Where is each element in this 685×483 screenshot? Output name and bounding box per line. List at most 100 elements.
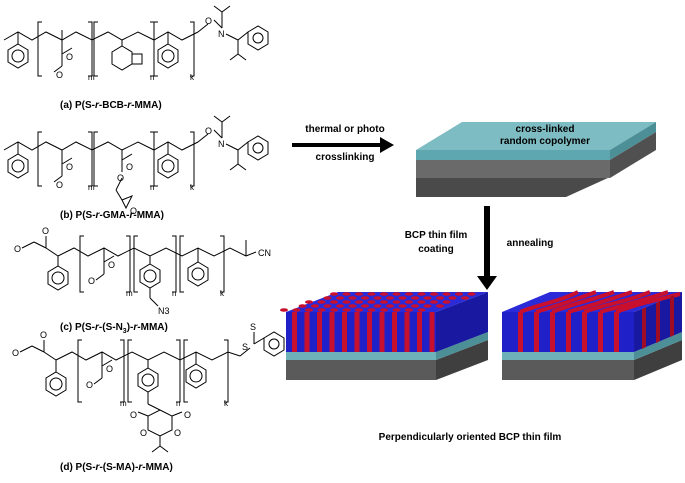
- cylinder-dot: [305, 300, 313, 304]
- cylinder-dot: [405, 292, 413, 296]
- atom-n: N: [218, 139, 225, 149]
- cylinder-dot: [417, 300, 426, 304]
- structure-c: [21, 235, 257, 307]
- caption-c: (c) P(S-r-(S-N3)-r-MMA): [60, 322, 168, 335]
- cylinder-dot: [386, 304, 394, 308]
- cylinder-dot: [436, 304, 444, 308]
- cylinder-dot: [336, 304, 344, 308]
- subscript-m: m: [88, 183, 95, 192]
- atom-o: O: [108, 260, 115, 270]
- atom-s: S: [242, 342, 248, 352]
- atom-n: N: [218, 29, 225, 39]
- atom-o: O: [106, 364, 113, 374]
- atom-o: O: [117, 173, 124, 183]
- arrow-annealing: [477, 206, 497, 290]
- cylinder-dot: [280, 308, 288, 312]
- cylinder-dot: [305, 308, 313, 312]
- atom-n3: N3: [158, 306, 170, 316]
- cylinder-dot: [330, 292, 338, 296]
- cylinder-dot: [330, 308, 338, 312]
- cylinder-dot: [411, 304, 419, 308]
- arrow-label-bcp-coating-1: BCP thin film: [404, 230, 468, 241]
- bcp-film-lamellae-block: [502, 290, 682, 380]
- atom-o: O: [88, 276, 95, 286]
- atom-o: O: [205, 16, 212, 26]
- atom-o: O: [14, 244, 21, 254]
- subscript-n: n: [176, 399, 180, 408]
- cylinder-dot: [298, 304, 307, 308]
- cylinder-dot: [405, 308, 413, 312]
- cylinder-dot: [392, 308, 401, 312]
- atom-o: O: [66, 52, 73, 62]
- atom-o: O: [86, 380, 93, 390]
- caption-d: (d) P(S-r-(S-MA)-r-MMA): [60, 462, 173, 473]
- cylinder-stripes: [292, 312, 435, 352]
- structure-d: [19, 331, 285, 453]
- subscript-k: k: [224, 399, 229, 408]
- cylinder-dot: [467, 292, 476, 296]
- structure-d-atoms: O O O O O O O O S S m n k: [12, 322, 256, 438]
- cylinder-dot: [423, 296, 432, 300]
- cylinder-dot: [417, 308, 426, 312]
- cylinder-dot: [436, 296, 444, 300]
- atom-o: O: [12, 348, 19, 358]
- structure-c-atoms: O O O O N3 CN m n k: [14, 226, 271, 316]
- cylinder-dot: [423, 304, 432, 308]
- atom-o: O: [56, 70, 63, 80]
- structure-a: [3, 5, 269, 77]
- cylinder-dot: [405, 300, 413, 304]
- cylinder-dot: [355, 308, 363, 312]
- caption-b: (b) P(S-r-GMA-r-MMA): [60, 210, 164, 221]
- lamellae-front: [518, 312, 619, 352]
- cylinder-stripe: [379, 312, 385, 352]
- bcp-film-dots-block: [280, 292, 488, 380]
- cylinder-dot: [317, 308, 326, 312]
- cylinder-dot: [380, 292, 388, 296]
- cylinder-dot: [398, 304, 407, 308]
- atom-cn: CN: [258, 248, 271, 258]
- cylinder-dot: [442, 292, 451, 296]
- cylinder-dot: [455, 292, 463, 296]
- subscript-m: m: [126, 289, 133, 298]
- atom-o: O: [42, 226, 49, 236]
- subscript-k: k: [220, 289, 225, 298]
- arrow-label-thermal: thermal or photo: [305, 124, 385, 135]
- bottom-caption: Perpendicularly oriented BCP thin film: [378, 432, 562, 443]
- atom-o: O: [66, 162, 73, 172]
- atom-o: O: [56, 180, 63, 190]
- cylinder-dot: [336, 296, 344, 300]
- cylinder-dot: [348, 304, 357, 308]
- cylinder-dot: [355, 300, 363, 304]
- cylinder-dot: [380, 300, 388, 304]
- subscript-k: k: [190, 183, 195, 192]
- subscript-k: k: [190, 73, 195, 82]
- arrow-label-bcp-coating-2: coating: [418, 244, 454, 255]
- cylinder-dot: [380, 308, 388, 312]
- arrow-label-annealing: annealing: [506, 238, 554, 249]
- cylinder-dot: [367, 292, 376, 296]
- atom-o: O: [126, 162, 133, 172]
- crosslinked-layer-block: [416, 122, 656, 197]
- cylinder-dot: [330, 300, 338, 304]
- cylinder-stripe: [429, 312, 435, 352]
- cylinder-dot: [461, 296, 469, 300]
- cylinder-dot: [373, 296, 382, 300]
- cylinder-stripe: [354, 312, 360, 352]
- atom-o: O: [184, 410, 191, 420]
- cylinder-stripe: [329, 312, 335, 352]
- caption-a: (a) P(S-r-BCB-r-MMA): [60, 100, 162, 111]
- subscript-m: m: [120, 399, 127, 408]
- lamellae-side: [642, 295, 674, 349]
- cylinder-stripe: [292, 312, 297, 352]
- cylinder-dot: [392, 300, 401, 304]
- cylinder-dot: [323, 304, 332, 308]
- cylinder-dot: [317, 300, 326, 304]
- cylinder-dot: [430, 292, 438, 296]
- cylinder-dot: [398, 296, 407, 300]
- cylinder-dot: [361, 304, 369, 308]
- cylinder-dot: [442, 300, 451, 304]
- cylinder-dot: [361, 296, 369, 300]
- cylinder-dot: [342, 308, 351, 312]
- atom-o: O: [40, 330, 47, 340]
